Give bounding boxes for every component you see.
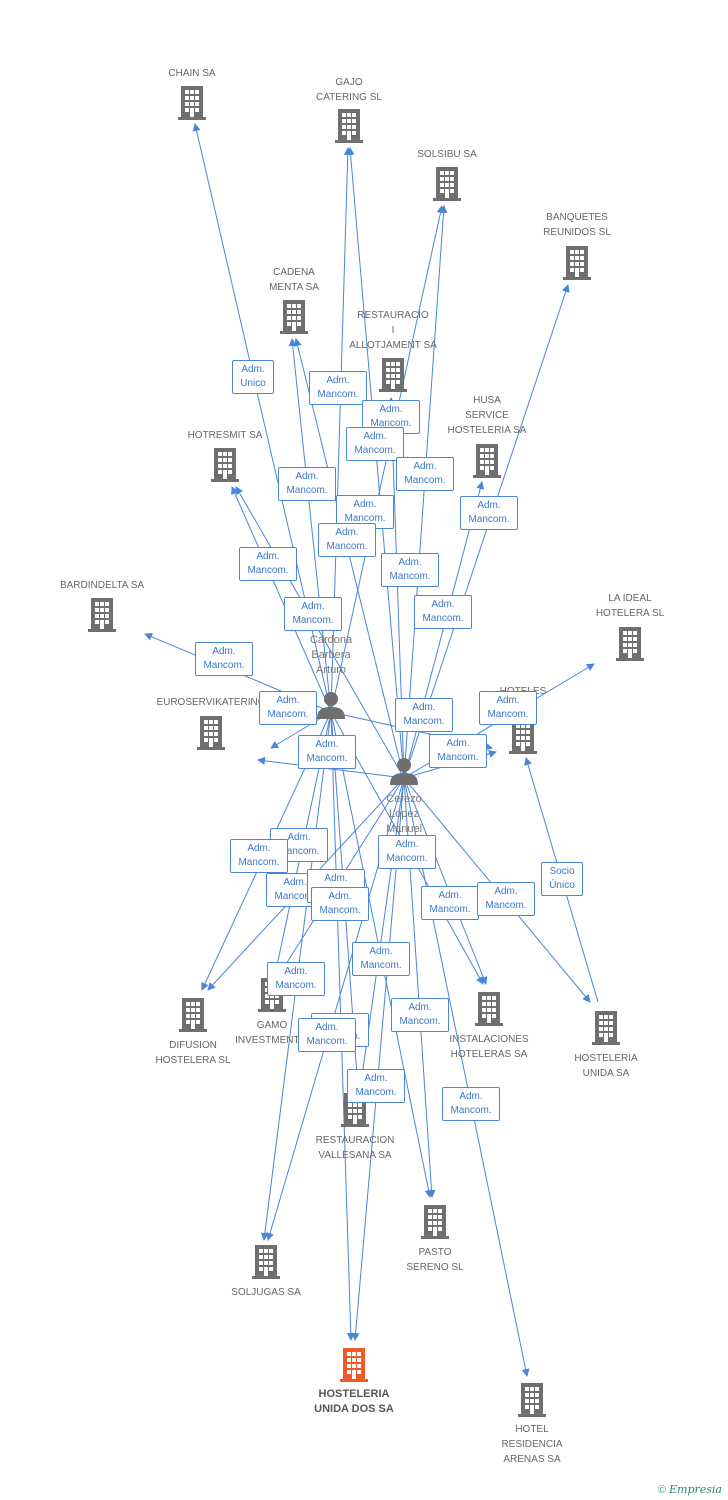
relation-badge[interactable]: Adm. Mancom. <box>414 595 472 629</box>
copyright-icon: © <box>657 1484 666 1496</box>
relation-badge[interactable]: Adm. Mancom. <box>460 496 518 530</box>
edge-cerezo-instalaciones <box>403 777 488 985</box>
relation-badge[interactable]: Adm. Unico <box>232 360 274 394</box>
company-label-hostunidados[interactable]: HOSTELERIA UNIDA DOS SA <box>314 1388 394 1415</box>
building-icon-solsibu[interactable] <box>433 167 461 201</box>
relation-badge[interactable]: Adm. Mancom. <box>479 691 537 725</box>
building-icon-arenas[interactable] <box>518 1383 546 1417</box>
relation-badge[interactable]: Adm. Mancom. <box>230 839 288 873</box>
relation-badge[interactable]: Adm. Mancom. <box>395 698 453 732</box>
company-label-euroserv[interactable]: EUROSERVIKATERING <box>156 697 266 708</box>
company-label-banquetes[interactable]: BANQUETES REUNIDOS SL <box>543 212 611 238</box>
building-icon-laideal[interactable] <box>616 627 644 661</box>
company-label-restauracio[interactable]: RESTAURACIO I ALLOTJAMENT SA <box>349 310 437 351</box>
company-label-chain[interactable]: CHAIN SA <box>168 68 216 79</box>
footer-brand: © Empresia <box>658 1483 722 1496</box>
company-label-difusion[interactable]: DIFUSION HOSTELERA SL <box>155 1040 231 1066</box>
edge-cerezo-arenas <box>403 777 530 1377</box>
relation-badge[interactable]: Adm. Mancom. <box>378 835 436 869</box>
company-label-cadena[interactable]: CADENA MENTA SA <box>269 267 319 293</box>
company-label-gajo[interactable]: GAJO CATERING SL <box>316 77 382 103</box>
relation-badge[interactable]: Adm. Mancom. <box>298 735 356 769</box>
brand-name: Empresia <box>669 1483 722 1496</box>
company-label-hotresmit[interactable]: HOTRESMIT SA <box>187 430 263 441</box>
relation-badge[interactable]: Adm. Mancom. <box>298 1018 356 1052</box>
relation-badge[interactable]: Adm. Mancom. <box>267 962 325 996</box>
company-label-bardindelta[interactable]: BARDINDELTA SA <box>59 580 145 591</box>
company-label-laideal[interactable]: LA IDEAL HOTELERA SL <box>595 593 665 619</box>
person-label-cerezo[interactable]: Cerezo Lopez Manuel <box>385 793 423 835</box>
relation-badge[interactable]: Adm. Mancom. <box>318 523 376 557</box>
relation-badge[interactable]: Adm. Mancom. <box>477 882 535 916</box>
company-label-husa[interactable]: HUSA SERVICE HOSTELERIA SA <box>447 395 527 436</box>
relation-badge[interactable]: Adm. Mancom. <box>391 998 449 1032</box>
building-icon-euroserv[interactable] <box>197 716 225 750</box>
company-label-hostunida[interactable]: HOSTELERIA UNIDA SA <box>574 1053 638 1079</box>
building-icon-gajo[interactable] <box>335 109 363 143</box>
relation-badge[interactable]: Adm. Mancom. <box>352 942 410 976</box>
edge-cerezo-hotresmit <box>235 486 405 779</box>
relation-badge[interactable]: Adm. Mancom. <box>309 371 367 405</box>
edge-cardona-hotresmit <box>231 486 332 713</box>
relation-badge[interactable]: Adm. Mancom. <box>429 734 487 768</box>
building-icon-hotresmit[interactable] <box>211 448 239 482</box>
relation-badge[interactable]: Adm. Mancom. <box>421 886 479 920</box>
building-icon-chain[interactable] <box>178 86 206 120</box>
building-icon-husa[interactable] <box>473 444 501 478</box>
edge-cardona-cadena <box>288 338 332 713</box>
building-icon-restauracio[interactable] <box>379 358 407 392</box>
building-icon-hostunidados[interactable] <box>340 1348 368 1382</box>
edge-cerezo-cadena <box>293 338 405 779</box>
building-icon-hostunida[interactable] <box>592 1011 620 1045</box>
building-icon-cadena[interactable] <box>280 300 308 334</box>
person-icon-cerezo[interactable] <box>390 758 418 785</box>
person-label-cardona[interactable]: Cardona Barbera Arturo <box>309 634 353 676</box>
building-icon-difusion[interactable] <box>179 998 207 1032</box>
company-label-vallesana[interactable]: RESTAURACION VALLESANA SA <box>315 1135 395 1161</box>
edge-cerezo-euroserv <box>257 756 405 779</box>
company-label-pasto[interactable]: PASTO SERENO SL <box>406 1247 464 1273</box>
relation-badge[interactable]: Adm. Mancom. <box>284 597 342 631</box>
relation-badge[interactable]: Adm. Mancom. <box>442 1087 500 1121</box>
edge-cerezo-hostunidados <box>351 777 405 1341</box>
relation-badge[interactable]: Adm. Mancom. <box>259 691 317 725</box>
relation-badge[interactable]: Adm. Mancom. <box>396 457 454 491</box>
building-icon-instalaciones[interactable] <box>475 992 503 1026</box>
relation-badge[interactable]: Adm. Mancom. <box>311 887 369 921</box>
company-label-solsibu[interactable]: SOLSIBU SA <box>417 149 477 160</box>
relation-badge[interactable]: Adm. Mancom. <box>347 1069 405 1103</box>
relation-badge[interactable]: Adm. Mancom. <box>381 553 439 587</box>
edge-cerezo-banquetes <box>403 284 570 779</box>
building-icon-pasto[interactable] <box>421 1205 449 1239</box>
building-icon-soljugas[interactable] <box>252 1245 280 1279</box>
relation-badge[interactable]: Adm. Mancom. <box>346 427 404 461</box>
company-label-arenas[interactable]: HOTEL RESIDENCIA ARENAS SA <box>501 1424 563 1465</box>
building-icon-hoteles[interactable] <box>509 720 537 754</box>
relation-badge[interactable]: Adm. Mancom. <box>278 467 336 501</box>
company-label-instalaciones[interactable]: INSTALACIONES HOTELERAS SA <box>449 1034 529 1060</box>
edge-cerezo-solsibu <box>403 205 448 779</box>
relation-badge[interactable]: Adm. Mancom. <box>195 642 253 676</box>
company-label-soljugas[interactable]: SOLJUGAS SA <box>231 1287 301 1298</box>
building-icon-bardindelta[interactable] <box>88 598 116 632</box>
building-icon-banquetes[interactable] <box>563 246 591 280</box>
edge-cerezo-gajo <box>346 147 405 779</box>
person-icon-cardona[interactable] <box>317 692 345 719</box>
relation-badge[interactable]: Adm. Mancom. <box>239 547 297 581</box>
relation-badge[interactable]: Socio Único <box>541 862 583 896</box>
